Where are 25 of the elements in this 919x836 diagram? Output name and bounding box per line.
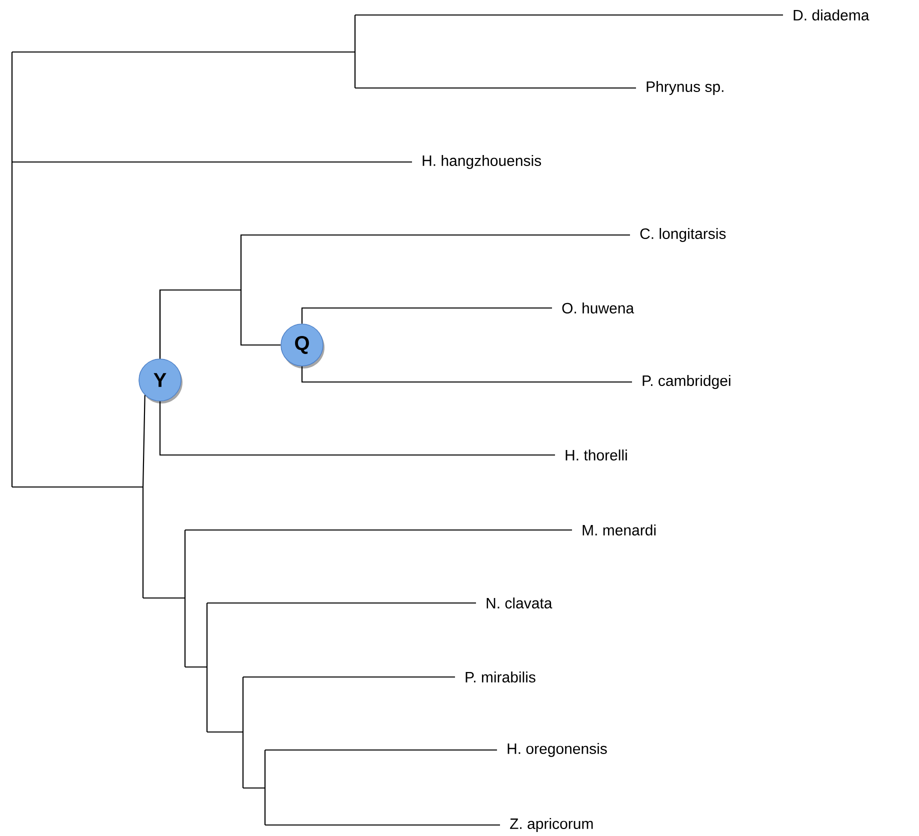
taxon-label: P. cambridgei xyxy=(642,375,730,389)
branch-line xyxy=(159,401,555,456)
branch-line xyxy=(185,529,572,531)
branch-line xyxy=(243,676,455,678)
taxon-label: H. thorelli xyxy=(566,450,627,460)
taxon-label: H. oregonensis xyxy=(508,743,607,757)
branch-line xyxy=(355,87,636,89)
branch-line xyxy=(159,289,281,359)
taxon-label: P. mirabilis xyxy=(466,672,536,682)
taxon-label: D. diadema xyxy=(794,9,870,20)
branch-line xyxy=(207,602,476,604)
taxon-label: N. clavata xyxy=(486,598,552,608)
branch-line xyxy=(301,366,632,383)
taxon-label: Phrynus sp. xyxy=(646,81,724,95)
taxon-label: C. longitarsis xyxy=(640,228,726,242)
taxon-label: H. hangzhouensis xyxy=(422,155,542,169)
taxon-label: Z. apricorum xyxy=(510,818,593,832)
branch-line xyxy=(12,161,412,163)
taxon-label: O. huwena xyxy=(562,302,634,314)
taxon-label: M. menardi xyxy=(582,524,656,536)
branch-line xyxy=(301,307,552,324)
branch-line xyxy=(265,749,497,751)
branch-line xyxy=(355,14,783,16)
branch-line xyxy=(265,824,500,826)
branch-line xyxy=(142,395,146,487)
